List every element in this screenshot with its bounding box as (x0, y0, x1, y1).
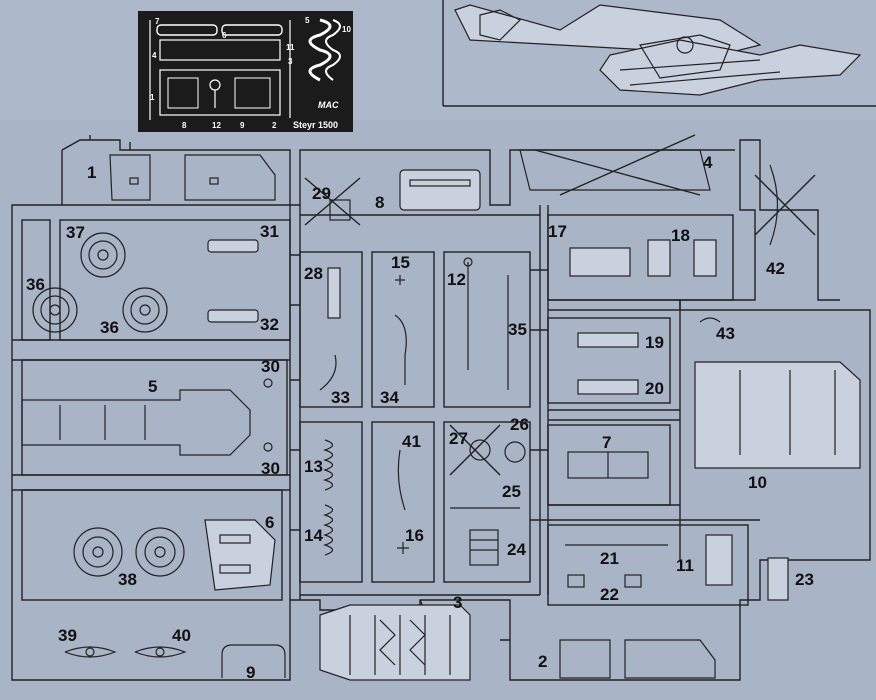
label-31: 31 (260, 222, 279, 241)
pe-number: 10 (342, 25, 351, 34)
label-17: 17 (548, 222, 567, 241)
label-25: 25 (502, 482, 521, 501)
label-7: 7 (602, 433, 611, 452)
pe-number: 1 (150, 93, 155, 102)
label-34: 34 (380, 388, 399, 407)
label-18: 18 (671, 226, 690, 245)
label-16: 16 (405, 526, 424, 545)
pe-number: 7 (155, 17, 160, 26)
label-1: 1 (87, 163, 96, 182)
pe-brand: MAC (318, 100, 339, 110)
label-39: 39 (58, 626, 77, 645)
label-36a: 36 (26, 275, 45, 294)
label-27: 27 (449, 429, 468, 448)
pe-number: 2 (272, 121, 277, 130)
wheel-38a (73, 527, 123, 577)
label-38: 38 (118, 570, 137, 589)
label-2: 2 (538, 652, 547, 671)
label-9: 9 (246, 663, 255, 682)
label-28: 28 (304, 264, 323, 283)
pe-number: 12 (212, 121, 221, 130)
parts (21, 134, 861, 681)
label-37: 37 (66, 223, 85, 242)
assembly-illustration (442, 0, 876, 107)
pe-number: 4 (152, 51, 157, 60)
label-41: 41 (402, 432, 421, 451)
label-21: 21 (600, 549, 619, 568)
label-12: 12 (447, 270, 466, 289)
label-35: 35 (508, 320, 527, 339)
label-8: 8 (375, 193, 384, 212)
label-24: 24 (507, 540, 526, 559)
pe-model: Steyr 1500 (293, 120, 338, 130)
label-40: 40 (172, 626, 191, 645)
wheel-36a (32, 287, 78, 333)
pe-number: 5 (305, 16, 310, 25)
label-20: 20 (645, 379, 664, 398)
wheel-38b (135, 527, 185, 577)
pe-number: 6 (222, 31, 227, 40)
part-numbers: 1 2 3 4 5 6 7 8 9 10 11 12 13 14 15 16 1… (26, 153, 814, 682)
pe-number: 3 (288, 57, 293, 66)
label-14: 14 (304, 526, 323, 545)
label-42: 42 (766, 259, 785, 278)
photoetch-fret: 7 6 4 5 11 3 10 1 8 12 9 2 MAC Steyr 150… (138, 11, 353, 132)
label-36b: 36 (100, 318, 119, 337)
label-11: 11 (676, 556, 694, 575)
label-23: 23 (795, 570, 814, 589)
label-3: 3 (453, 593, 462, 612)
label-33: 33 (331, 388, 350, 407)
label-13: 13 (304, 457, 323, 476)
pe-number: 9 (240, 121, 245, 130)
wheel-36b (122, 287, 168, 333)
pe-number: 11 (286, 43, 295, 52)
label-15: 15 (391, 253, 410, 272)
label-32: 32 (260, 315, 279, 334)
label-22: 22 (600, 585, 619, 604)
sprue-frame (11, 135, 871, 681)
label-30a: 30 (261, 357, 280, 376)
label-29: 29 (312, 184, 331, 203)
label-19: 19 (645, 333, 664, 352)
label-26: 26 (510, 415, 529, 434)
label-5: 5 (148, 377, 157, 396)
label-6: 6 (265, 513, 274, 532)
wheel-37 (80, 232, 126, 278)
label-30b: 30 (261, 459, 280, 478)
pe-number: 8 (182, 121, 187, 130)
label-43: 43 (716, 324, 735, 343)
label-4: 4 (703, 153, 713, 172)
label-10: 10 (748, 473, 767, 492)
